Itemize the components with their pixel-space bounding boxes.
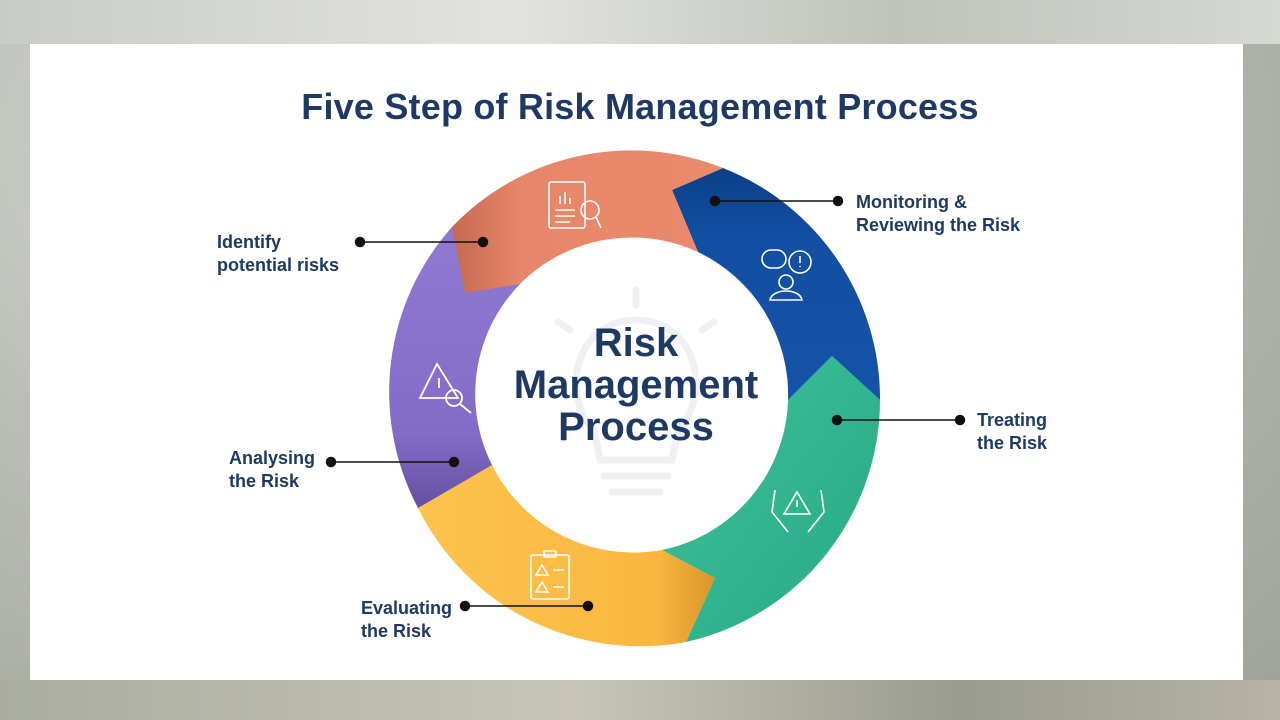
segment-identify [452,150,723,293]
step-label-analysing: Analysing the Risk [229,448,316,491]
step-label-monitoring: Monitoring & Reviewing the Risk [856,192,1021,235]
segment-monitoring [672,168,881,400]
step-label-treating: Treating the Risk [977,410,1048,453]
clipboard-warning-icon [530,550,570,600]
warning-search-icon [418,362,472,414]
segment-analysing [389,227,520,522]
background-top [0,0,1280,44]
center-circle [480,241,788,549]
hands-protecting-warning-icon [771,489,825,533]
people-discussion-warning-icon [761,249,812,301]
lightbulb-watermark-icon [554,286,718,496]
step-label-evaluating: Evaluating the Risk [361,598,453,641]
step-label-identify: Identify potential risks [217,232,340,275]
report-magnifier-icon [548,181,602,229]
segment-treating [662,356,880,642]
center-title: Risk Management Process [513,321,759,449]
page-title: Five Step of Risk Management Process [301,86,979,127]
background-bottom [0,680,1280,720]
connectors [325,195,966,612]
